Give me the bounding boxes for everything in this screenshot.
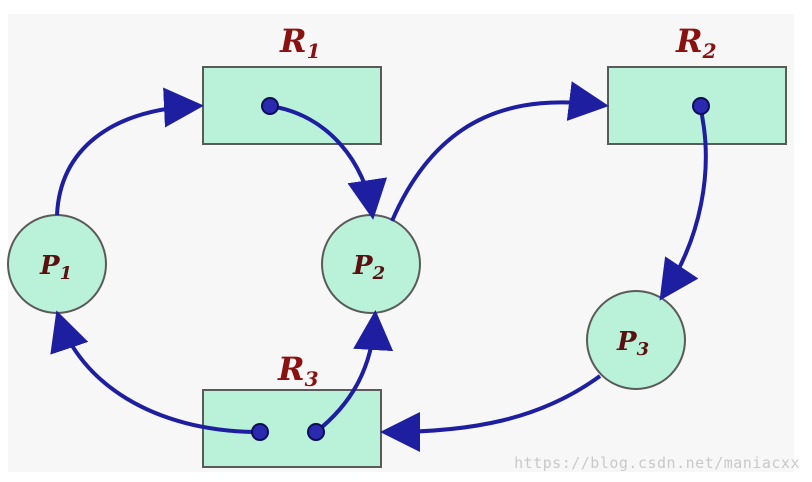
- r3-instance-dot-1: [251, 423, 269, 441]
- r3-instance-dot-2: [307, 423, 325, 441]
- edge-r3-to-p2: [314, 310, 394, 434]
- edge-p2-to-r2: [390, 81, 609, 222]
- edge-r2-to-p3: [659, 105, 708, 301]
- process-p1-label: P1: [39, 251, 72, 284]
- r1-instance-dot: [261, 97, 279, 115]
- watermark-text: https://blog.csdn.net/maniacxx: [514, 454, 800, 472]
- edge-p1-to-r1: [55, 87, 204, 216]
- edge-r3-to-p1: [50, 310, 261, 434]
- resource-r2-label: R2: [675, 22, 717, 63]
- r2-instance-dot: [692, 97, 710, 115]
- process-p3-label: P3: [616, 327, 649, 360]
- resource-r3-box: [202, 389, 382, 468]
- resource-r1-label: R1: [279, 22, 321, 63]
- process-p2-label: P2: [352, 251, 385, 284]
- process-p3-circle: [586, 290, 686, 390]
- edge-r1-to-p2: [269, 104, 388, 220]
- resource-r3-label: R3: [277, 350, 319, 391]
- resource-r1-box: [202, 66, 382, 145]
- edge-p3-to-r3: [380, 374, 602, 452]
